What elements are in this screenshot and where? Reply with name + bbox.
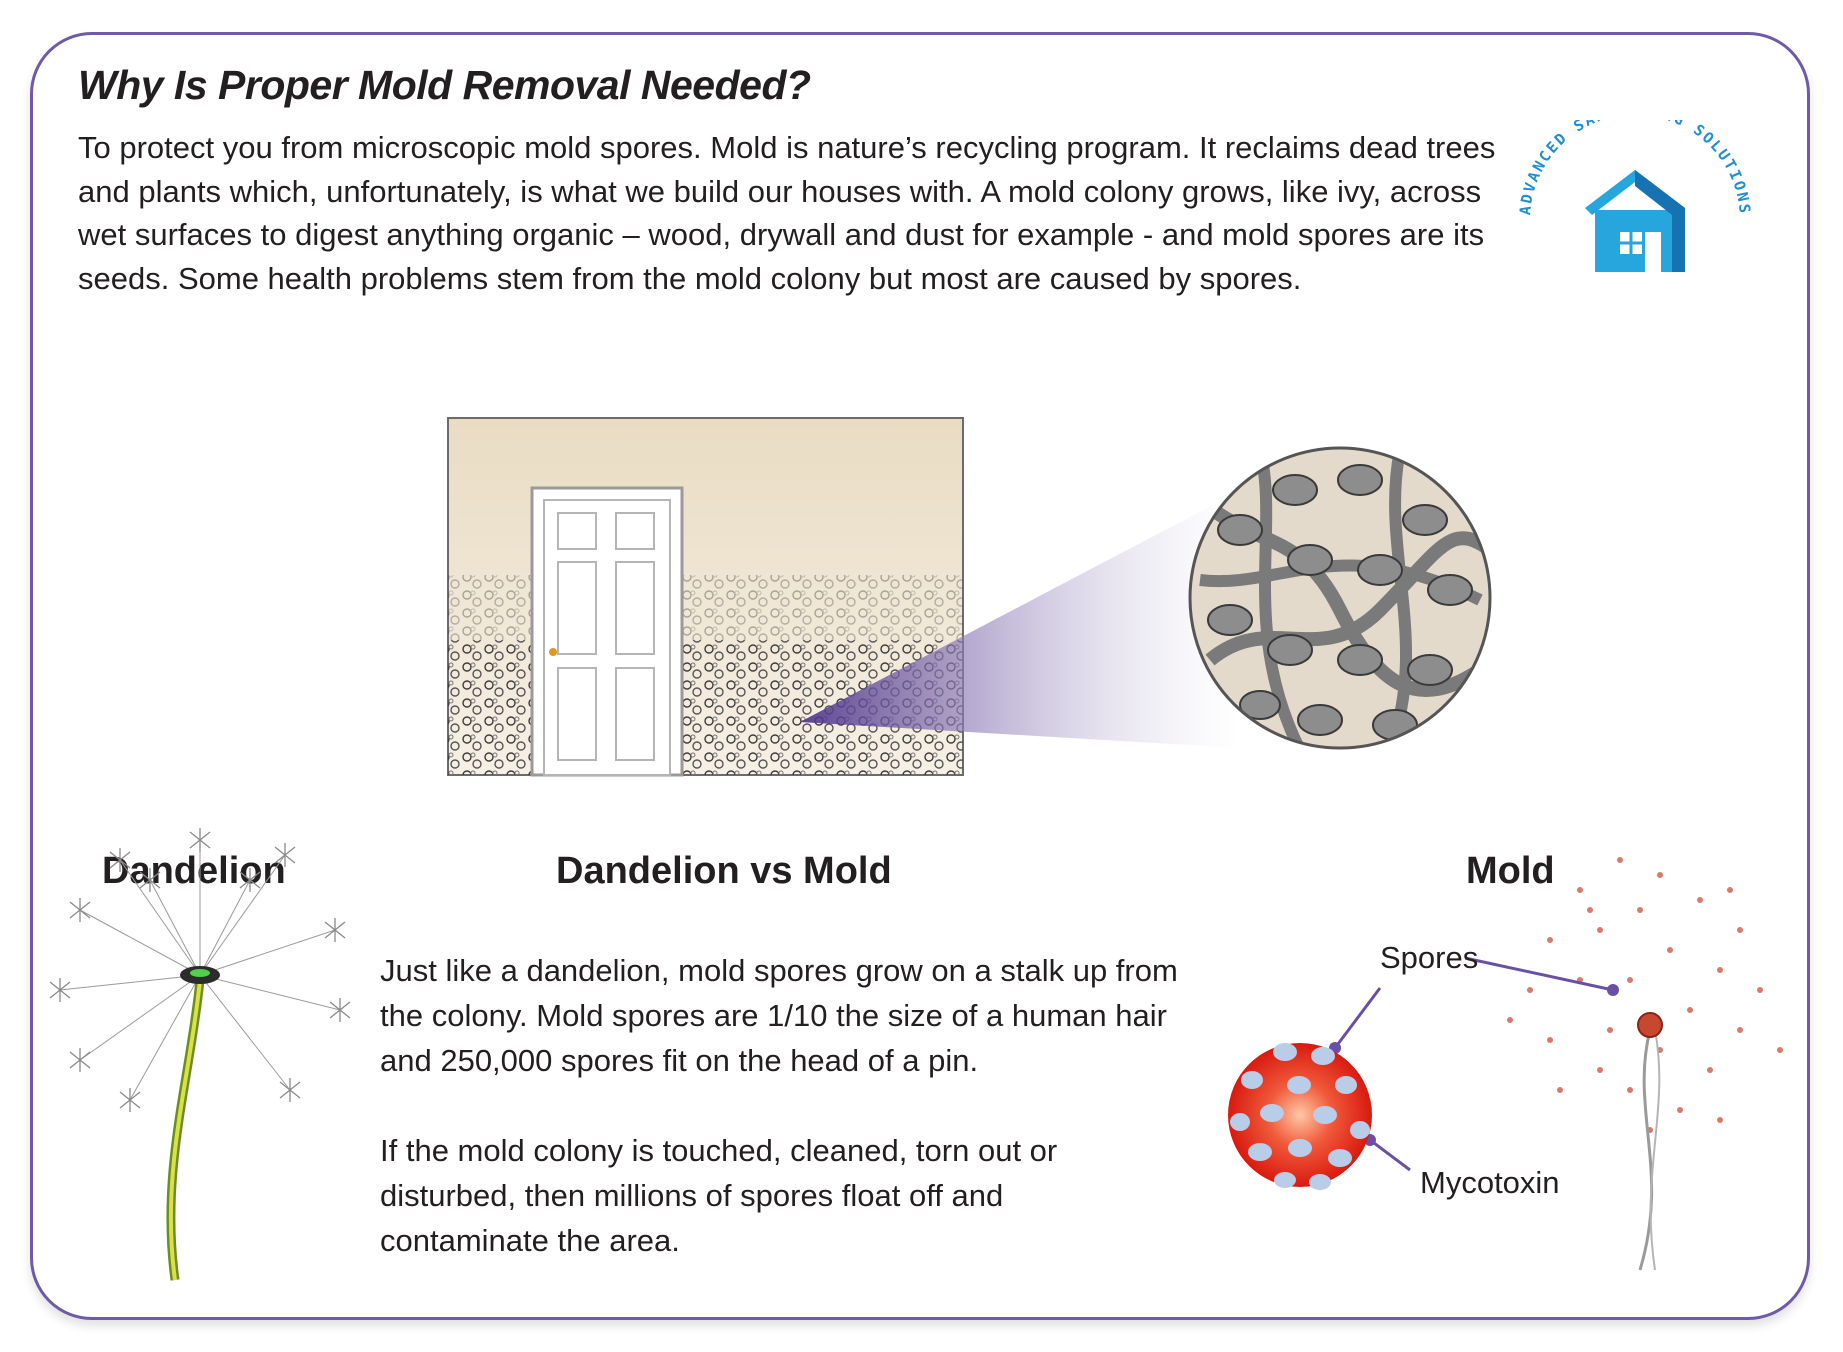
company-logo: ADVANCED SANITIZING SOLUTIONS <box>1516 120 1754 272</box>
mycotoxin-label: Mycotoxin <box>1420 1165 1560 1200</box>
comparison-paragraph-2: If the mold colony is touched, cleaned, … <box>380 1133 1058 1258</box>
spore-icon <box>1228 1043 1372 1190</box>
page-title: Why Is Proper Mold Removal Needed? <box>78 62 811 108</box>
comparison-paragraph-1: Just like a dandelion, mold spores grow … <box>380 953 1178 1078</box>
magnifier-circle-icon <box>1188 446 1492 750</box>
door-icon <box>530 486 684 777</box>
mold-wall-illustration <box>447 417 1492 777</box>
house-icon <box>1585 170 1685 272</box>
comparison-title: Dandelion vs Mold <box>556 850 892 892</box>
intro-paragraph: To protect you from microscopic mold spo… <box>78 130 1496 296</box>
dandelion-label: Dandelion <box>102 850 286 892</box>
magnifier-beam <box>800 498 1240 748</box>
spore-cloud <box>1507 857 1783 1133</box>
svg-text:ADVANCED SANITIZING SOLUTIONS: ADVANCED SANITIZING SOLUTIONS <box>1516 120 1754 216</box>
logo-text: ADVANCED SANITIZING SOLUTIONS <box>1516 120 1752 216</box>
mold-spore-illustration <box>1228 857 1783 1271</box>
spores-label: Spores <box>1380 940 1479 975</box>
dandelion-icon <box>49 828 351 1281</box>
mold-label: Mold <box>1466 850 1555 892</box>
